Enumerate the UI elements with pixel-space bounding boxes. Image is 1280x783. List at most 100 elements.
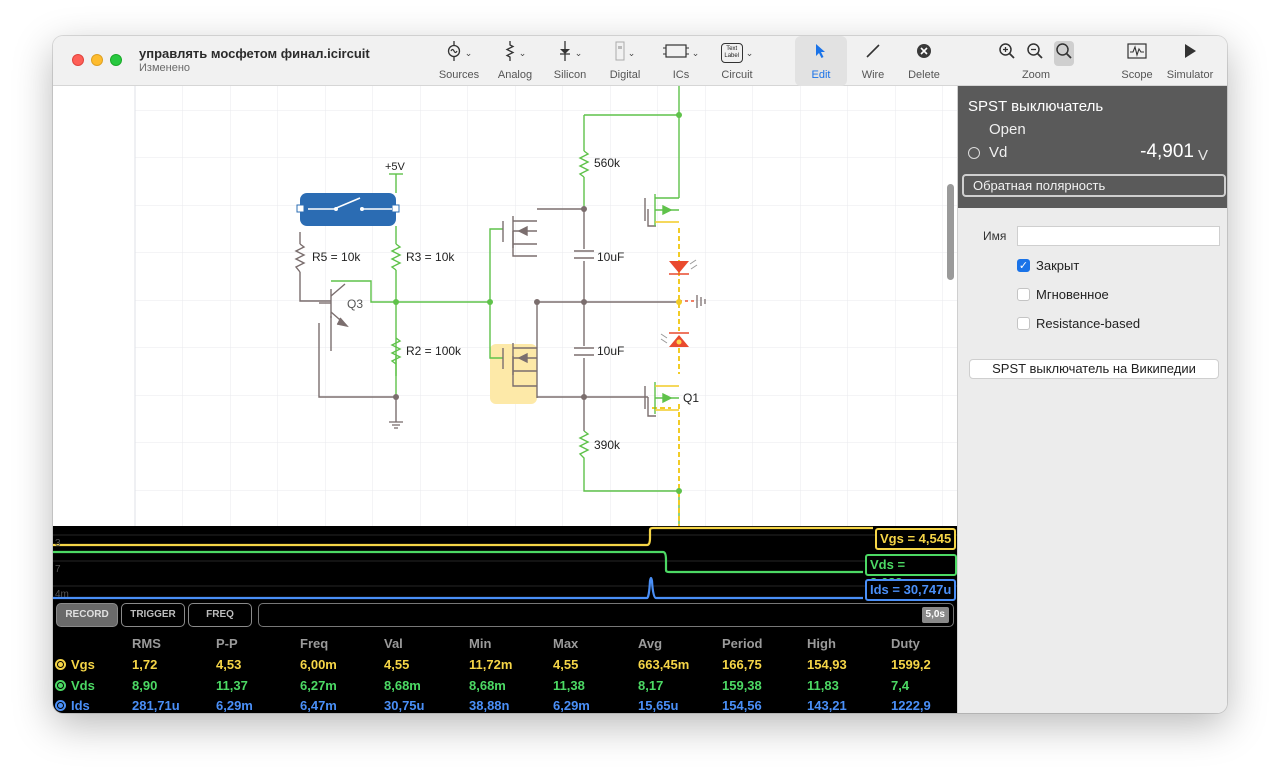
chevron-down-icon: ⌄ (691, 47, 700, 58)
label-q3: Q3 (347, 297, 364, 311)
timebase-value[interactable]: 5,0s (921, 607, 949, 623)
zoom-out-icon[interactable] (1026, 42, 1044, 65)
stats-cell: 6,00m (300, 657, 337, 672)
resistance-based-checkbox[interactable] (1017, 317, 1030, 330)
stats-cell: 281,71u (132, 698, 180, 713)
stats-cell: 11,83 (807, 678, 839, 693)
label-c2: 10uF (597, 344, 625, 358)
scope-traces[interactable]: 3 7 4m (53, 526, 957, 601)
vgs-readout: Vgs = 4,545 (875, 528, 957, 550)
name-label: Имя (983, 229, 1007, 243)
stats-cell: 38,88n (469, 698, 510, 713)
minimize-window-button[interactable] (91, 54, 103, 66)
close-window-button[interactable] (72, 54, 84, 66)
stats-column-header: Period (722, 636, 763, 651)
transistor-q3[interactable] (319, 283, 349, 328)
stats-column-header: RMS (132, 636, 161, 651)
trace-toggle-vgs[interactable] (55, 659, 66, 670)
analog-icon (504, 40, 516, 66)
momentary-checkbox[interactable] (1017, 288, 1030, 301)
trigger-button[interactable]: TRIGGER (121, 603, 185, 627)
resistor-r5[interactable] (294, 243, 306, 273)
momentary-checkbox-label: Мгновенное (1036, 287, 1109, 302)
vds-trace (53, 550, 863, 574)
app-window: управлять мосфетом финал.icircuit Измене… (53, 36, 1227, 713)
stats-row-name: Vds (71, 678, 95, 693)
toolbar-circuit-label: Circuit (721, 69, 753, 81)
toolbar-ics-button[interactable]: ⌄ ICs (659, 36, 703, 86)
chevron-down-icon: ⌄ (745, 47, 754, 58)
trace-toggle-ids[interactable] (55, 700, 66, 711)
capacitor-c1[interactable] (574, 250, 594, 259)
toolbar-delete-button[interactable]: Delete (903, 36, 945, 86)
document-title: управлять мосфетом финал.icircuit (139, 46, 370, 61)
trace-toggle-vds[interactable] (55, 680, 66, 691)
wikipedia-button[interactable]: SPST выключатель на Википедии (969, 359, 1219, 379)
led-upper[interactable] (669, 259, 698, 275)
label-r560: 560k (594, 156, 621, 170)
label-vplus: +5V (385, 161, 405, 173)
ids-trace (53, 576, 863, 600)
mosfet-q1[interactable] (644, 382, 679, 414)
resistor-560k[interactable] (578, 150, 590, 178)
spst-switch[interactable] (300, 193, 396, 226)
scope-timeline[interactable]: 5,0s (258, 603, 954, 627)
schematic-canvas[interactable]: +5V R5 = 10k R3 = 10k Q3 R2 = 100k 560k … (53, 86, 957, 526)
mosfet-upper-right[interactable] (644, 186, 680, 226)
record-button[interactable]: RECORD (56, 603, 118, 627)
stats-column-header: Duty (891, 636, 920, 651)
probe-unit: V (1197, 147, 1208, 164)
mosfet-upper-left[interactable] (502, 216, 537, 248)
chevron-down-icon: ⌄ (518, 47, 527, 58)
svg-text:4m: 4m (55, 589, 69, 600)
stats-cell: 11,37 (216, 678, 248, 693)
reverse-polarity-button[interactable]: Обратная полярность (962, 174, 1226, 197)
capacitor-c2[interactable] (574, 347, 594, 356)
toolbar-zoom-group: Zoom (989, 36, 1083, 86)
label-r5: R5 = 10k (312, 250, 361, 264)
zoom-window-button[interactable] (110, 54, 122, 66)
inspector-panel: SPST выключатель Open Vd -4,901 V Обратн… (957, 86, 1227, 713)
stats-cell: 30,75u (384, 698, 425, 713)
toolbar-analog-button[interactable]: ⌄ Analog (493, 36, 537, 86)
toolbar-scope-button[interactable]: Scope (1117, 36, 1157, 86)
toolbar-edit-button[interactable]: Edit (795, 36, 847, 86)
toolbar-sources-button[interactable]: ⌄ Sources (435, 36, 483, 86)
toolbar-simulator-button[interactable]: Simulator (1163, 36, 1217, 86)
stats-cell: 154,56 (722, 698, 762, 713)
resistor-r3[interactable] (390, 243, 402, 271)
zoom-fit-icon[interactable] (1054, 40, 1074, 66)
toolbar-digital-button[interactable]: ⌄ Digital (605, 36, 645, 86)
stats-cell: 166,75 (722, 657, 762, 672)
toolbar-analog-label: Analog (497, 69, 533, 81)
sources-icon (446, 40, 462, 66)
toolbar-zoom-label: Zoom (1021, 69, 1051, 81)
stats-column-header: High (807, 636, 836, 651)
svg-text:3: 3 (55, 538, 61, 549)
led-lower[interactable] (660, 332, 689, 347)
stats-cell: 8,68m (384, 678, 421, 693)
stats-cell: 154,93 (807, 657, 847, 672)
mosfet-lower-left[interactable] (502, 343, 537, 375)
freq-button[interactable]: FREQ (188, 603, 252, 627)
stats-column-header: Val (384, 636, 403, 651)
stats-column-header: Freq (300, 636, 329, 651)
closed-checkbox[interactable]: ✓ (1017, 259, 1030, 272)
toolbar-wire-button[interactable]: Wire (853, 36, 893, 86)
stats-cell: 15,65u (638, 698, 679, 713)
canvas-scrollbar[interactable] (947, 184, 954, 280)
toolbar-digital-label: Digital (609, 69, 641, 81)
ground-symbol-left (389, 421, 403, 429)
resistor-r2[interactable] (390, 337, 402, 365)
stats-row-name: Ids (71, 698, 90, 713)
zoom-in-icon[interactable] (998, 42, 1016, 65)
resistor-390k[interactable] (578, 430, 590, 466)
stats-cell: 8,90 (132, 678, 158, 693)
probe-radio[interactable] (968, 147, 980, 159)
inspector-header: SPST выключатель Open Vd -4,901 V Обратн… (958, 86, 1227, 208)
toolbar-silicon-button[interactable]: ⌄ Silicon (547, 36, 593, 86)
stats-cell: 6,27m (300, 678, 337, 693)
name-input[interactable] (1017, 226, 1220, 246)
